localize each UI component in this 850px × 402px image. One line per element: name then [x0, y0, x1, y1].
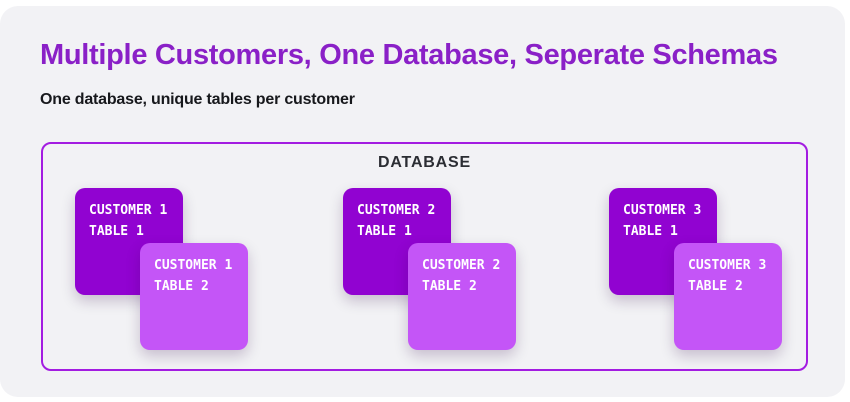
- card-table-line: TABLE 2: [154, 279, 209, 294]
- customer-1-schema-group: CUSTOMER 1 TABLE 1 CUSTOMER 1 TABLE 2: [75, 188, 249, 354]
- customer-1-table-1-card: CUSTOMER 1 TABLE 1: [75, 188, 183, 295]
- database-label: DATABASE: [378, 154, 471, 171]
- card-table-line: TABLE 1: [623, 224, 678, 239]
- card-table-line: TABLE 2: [688, 279, 743, 294]
- customer-2-schema-group: CUSTOMER 2 TABLE 1 CUSTOMER 2 TABLE 2: [343, 188, 517, 354]
- card-customer-line: CUSTOMER 1: [89, 203, 168, 218]
- card-table-line: TABLE 2: [422, 279, 477, 294]
- customer-3-schema-group: CUSTOMER 3 TABLE 1 CUSTOMER 3 TABLE 2: [609, 188, 783, 354]
- customer-3-table-2-card: CUSTOMER 3 TABLE 2: [674, 243, 782, 350]
- database-container: DATABASE CUSTOMER 1 TABLE 1 CUSTOMER 1 T…: [41, 142, 808, 371]
- customer-1-table-2-card: CUSTOMER 1 TABLE 2: [140, 243, 248, 350]
- card-table-line: TABLE 1: [89, 224, 144, 239]
- card-customer-line: CUSTOMER 3: [688, 258, 767, 273]
- page-title: Multiple Customers, One Database, Sepera…: [40, 39, 778, 71]
- page-subtitle: One database, unique tables per customer: [40, 91, 355, 108]
- card-customer-line: CUSTOMER 1: [154, 258, 233, 273]
- card-table-line: TABLE 1: [357, 224, 412, 239]
- card-customer-line: CUSTOMER 3: [623, 203, 702, 218]
- card-customer-line: CUSTOMER 2: [422, 258, 501, 273]
- customer-2-table-2-card: CUSTOMER 2 TABLE 2: [408, 243, 516, 350]
- slide-canvas: Multiple Customers, One Database, Sepera…: [0, 6, 845, 397]
- card-customer-line: CUSTOMER 2: [357, 203, 436, 218]
